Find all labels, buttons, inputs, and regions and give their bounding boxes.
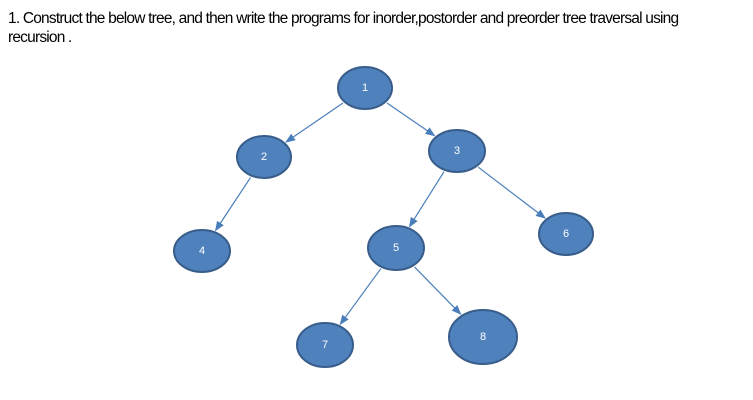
node-label: 2	[261, 151, 267, 163]
node-circle	[296, 322, 354, 368]
edge-5-to-8	[414, 266, 462, 315]
node-circle	[428, 129, 486, 173]
node-label: 5	[393, 242, 399, 254]
edge-3-to-6	[477, 166, 546, 219]
node-circle	[236, 135, 292, 179]
edge-1-to-3	[386, 102, 436, 137]
edge-1-to-2	[285, 102, 344, 143]
tree-nodes: 1 2 3 4 5 6 7 8	[173, 66, 594, 368]
node-label: 4	[199, 245, 205, 257]
edge-5-to-7	[339, 268, 382, 326]
node-label: 1	[362, 82, 368, 94]
tree-node-8: 8	[448, 309, 518, 365]
tree-node-5: 5	[367, 225, 425, 271]
tree-node-6: 6	[538, 212, 594, 256]
node-circle	[367, 225, 425, 271]
tree-node-1: 1	[337, 66, 393, 110]
tree-node-3: 3	[428, 129, 486, 173]
question-text: 1. Construct the below tree, and then wr…	[8, 10, 679, 46]
node-label: 7	[322, 339, 328, 351]
tree-edges	[214, 102, 546, 326]
node-label: 8	[480, 331, 486, 343]
node-circle	[538, 212, 594, 256]
tree-node-2: 2	[236, 135, 292, 179]
node-circle	[173, 229, 231, 273]
node-circle	[448, 309, 518, 365]
node-circle	[337, 66, 393, 110]
node-label: 6	[563, 228, 569, 240]
edge-3-to-5	[408, 171, 445, 228]
edge-2-to-4	[214, 177, 252, 232]
node-label: 3	[454, 145, 460, 157]
tree-node-7: 7	[296, 322, 354, 368]
tree-node-4: 4	[173, 229, 231, 273]
